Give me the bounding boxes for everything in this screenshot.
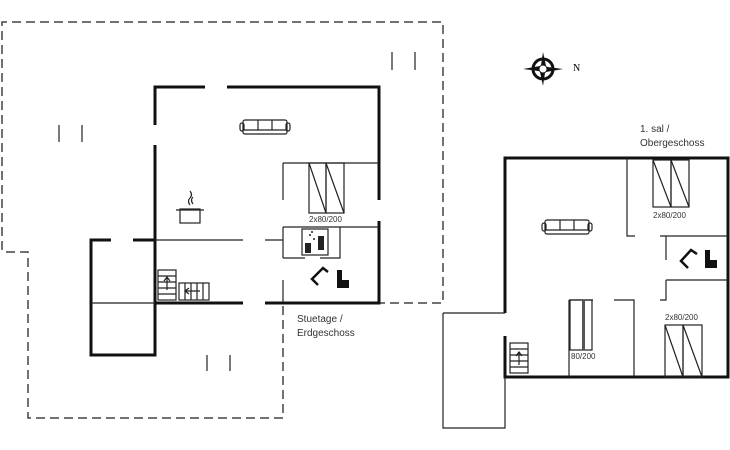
double-bed-icon <box>664 324 703 378</box>
kitchen-pot-icon <box>176 190 204 224</box>
terrace-outline <box>1 21 444 419</box>
upper-floor-title-line2: Obergeschoss <box>640 138 705 149</box>
upper-bedroom1-label: 2x80/200 <box>653 211 686 220</box>
ground-floor-title: Stuetage / Erdgeschoss <box>297 313 355 341</box>
toilet-icon <box>705 250 717 268</box>
sofa-icon <box>239 119 291 135</box>
stairs-icon <box>157 269 210 301</box>
shower-icon <box>679 248 698 269</box>
ground-floor-title-line1: Stuetage / <box>297 314 343 325</box>
double-bed-icon <box>652 159 690 208</box>
stairs-icon <box>509 342 529 374</box>
window-marks <box>58 52 416 371</box>
double-bed-icon <box>308 162 345 214</box>
upper-floor-title: 1. sal / Obergeschoss <box>640 123 704 151</box>
single-bed-label: 80/200 <box>571 352 596 361</box>
shower-icon <box>310 266 329 286</box>
ground-floor-title-line2: Erdgeschoss <box>297 328 355 339</box>
bedroom-bed-label: 2x80/200 <box>309 215 342 224</box>
compass-north-label: N <box>573 63 581 74</box>
sofa-icon <box>541 219 593 235</box>
sauna-icon <box>301 228 329 256</box>
toilet-icon <box>337 270 349 288</box>
compass-icon <box>523 52 563 86</box>
single-bed-icon <box>569 299 593 351</box>
upper-floor-title-line1: 1. sal / <box>640 124 670 135</box>
upper-bedroom2-label: 2x80/200 <box>665 313 698 322</box>
